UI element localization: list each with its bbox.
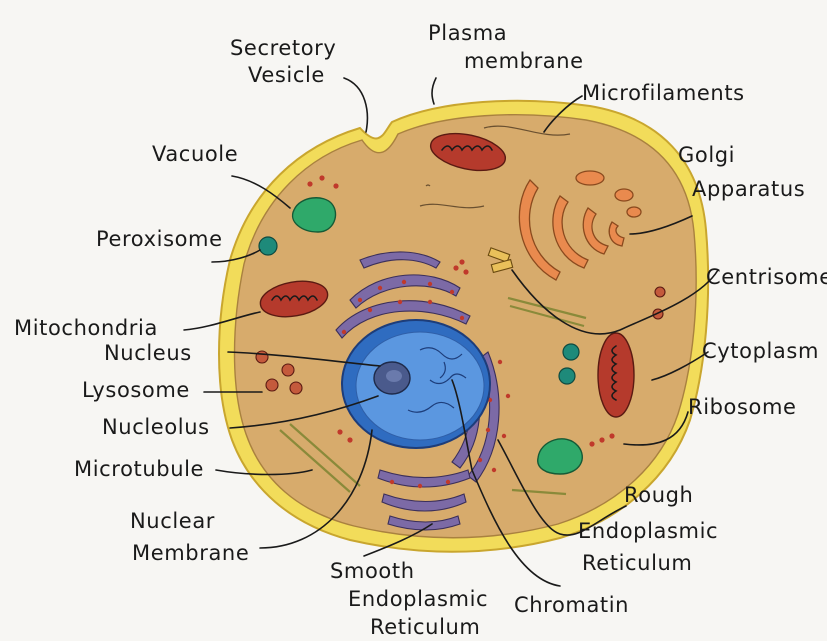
granule-1	[563, 344, 579, 360]
mitochondrion-3	[598, 333, 634, 417]
label-secretory-vesicle-2: Vesicle	[248, 63, 325, 87]
label-rough-er-1: Rough	[624, 483, 693, 507]
label-golgi-1: Golgi	[678, 143, 735, 167]
label-mitochondria: Mitochondria	[14, 316, 158, 340]
label-plasma-membrane-1: Plasma	[428, 21, 507, 45]
label-plasma-membrane-2: membrane	[464, 49, 584, 73]
label-chromatin: Chromatin	[514, 593, 629, 617]
label-nucleolus: Nucleolus	[102, 415, 210, 439]
label-vacuole: Vacuole	[152, 142, 238, 166]
label-microfilaments: Microfilaments	[582, 81, 745, 105]
label-secretory-vesicle-1: Secretory	[230, 36, 336, 60]
label-ribosome: Ribosome	[688, 395, 797, 419]
label-nuclear-membrane-2: Membrane	[132, 541, 249, 565]
granule-2	[559, 368, 575, 384]
label-smooth-er-2: Endoplasmic	[348, 587, 488, 611]
label-lysosome: Lysosome	[82, 378, 190, 402]
label-nuclear-membrane-1: Nuclear	[130, 509, 215, 533]
label-peroxisome: Peroxisome	[96, 227, 223, 251]
label-cytoplasm: Cytoplasm	[702, 339, 819, 363]
label-microtubule: Microtubule	[74, 457, 204, 481]
label-smooth-er-1: Smooth	[330, 559, 415, 583]
label-golgi-2: Apparatus	[692, 177, 805, 201]
label-rough-er-2: Endoplasmic	[578, 519, 718, 543]
label-nucleus: Nucleus	[104, 341, 192, 365]
label-centrisome: Centrisome	[706, 265, 827, 289]
vacuole-1	[293, 198, 336, 232]
label-smooth-er-3: Reticulum	[370, 615, 481, 639]
peroxisome	[259, 237, 277, 255]
label-rough-er-3: Reticulum	[582, 551, 693, 575]
nucleus	[342, 320, 490, 448]
